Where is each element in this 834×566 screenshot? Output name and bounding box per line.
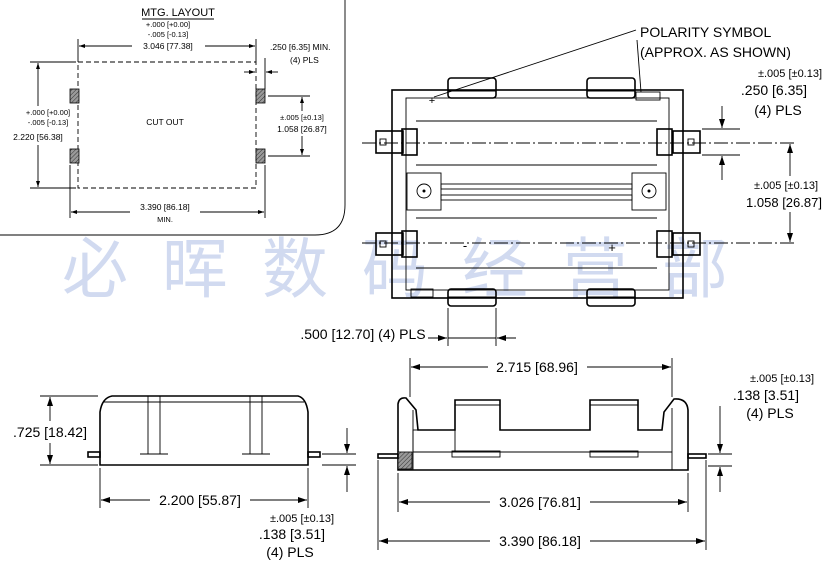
cutout-width-tol-minus: -.005 [-0.13] [148,30,188,39]
pad-pitch-tol: ±.005 [±0.13] [280,113,324,122]
clip-groove [249,395,263,455]
polarity-plus-mark: + [608,240,616,255]
tab-slot [687,240,695,248]
side-pin-height-tol: ±.005 [±0.13] [270,513,334,525]
retaining-clip [447,288,497,307]
end-body-outline [397,397,689,471]
holder-body-outline [391,89,684,299]
screw-hole [416,183,432,199]
cutout-height-tol-minus: -.005 [-0.13] [28,118,68,127]
polarity-minus-mark: - [463,238,467,253]
polarity-plus-mark: + [429,95,435,107]
pad-span-value: 3.390 [86.18] [140,202,190,212]
end-overall-length-value: 3.390 [86.18] [499,533,581,549]
solder-pin [687,453,707,459]
tab-slot [687,138,695,146]
side-height-value: .725 [18.42] [13,424,87,440]
tab-qty: (4) PLS [754,102,801,118]
side-view: .725 [18.42] 2.200 [55.87] ±.005 [±0.13]… [13,395,356,560]
mounting-layout-panel: MTG. LAYOUT CUT OUT +.000 [+0.00] -.005 … [0,0,346,236]
solder-pin [307,451,321,458]
tab-width-tol: ±.005 [±0.13] [758,68,822,80]
clip-groove [147,395,161,455]
retaining-clip [586,77,636,99]
mounting-tab [672,130,701,154]
screw-boss [406,172,442,211]
screw-hole-center [422,189,426,193]
end-pin-height-tol: ±.005 [±0.13] [750,373,814,385]
tab-pitch-tol: ±.005 [±0.13] [754,180,818,192]
cutout-outline [77,61,257,189]
end-body-length-value: 3.026 [76.81] [499,494,581,510]
base-slot [589,450,639,458]
polarity-callout-line1: POLARITY SYMBOL [640,24,771,40]
mtg-layout-title: MTG. LAYOUT [141,7,215,19]
polarity-callout-line2: (APPROX. AS SHOWN) [640,44,791,60]
end-inner-length-value: 2.715 [68.96] [496,359,578,375]
top-view: + - + POLARITY SYMBOL (APPROX. AS SHOWN)… [300,24,822,346]
mounting-pad [69,88,80,104]
tab-slot [379,240,387,248]
side-pin-height-value: .138 [3.51] [259,526,325,542]
mounting-pad [255,148,266,164]
leader-line [636,39,642,93]
battery-contact [656,230,673,258]
mounting-pad [255,88,266,104]
battery-contact [656,128,673,156]
polarity-battery-symbol [635,91,661,101]
pad-pitch-value: 1.058 [26.87] [277,124,327,134]
mounting-tab [375,130,404,154]
side-body-outline [99,395,309,466]
end-pin-height-value: .138 [3.51] [733,387,799,403]
retaining-clip [447,77,497,99]
end-pin-qty: (4) PLS [746,405,793,421]
clip-width-value: .500 [12.70] (4) PLS [300,326,425,342]
pad-size-value: .250 [6.35] MIN. [270,42,330,52]
cutout-label: CUT OUT [146,117,184,127]
screw-boss [631,172,667,211]
retaining-clip [586,288,636,307]
mounting-tab [672,232,701,256]
tab-pitch-value: 1.058 [26.87] [746,195,822,210]
pad-span-note: MIN. [157,215,173,224]
divider-rib [440,183,633,190]
hatched-section [397,451,413,470]
screw-hole [641,183,657,199]
cutout-width-value: 3.046 [77.38] [143,41,193,51]
end-view: 2.715 [68.96] ±.005 [±0.13] .138 [3.51] … [377,358,814,550]
battery-contact [401,128,418,156]
solder-pin [377,453,399,459]
side-length-value: 2.200 [55.87] [159,492,241,508]
contact-box [412,429,456,453]
cutout-height-tol-plus: +.000 [+0.00] [26,108,70,117]
cutout-height-value: 2.220 [56.38] [13,132,63,142]
tab-width-value: .250 [6.35] [741,82,807,98]
panel-border [0,0,346,236]
base-slot [451,450,501,458]
leader-line [433,29,637,98]
divider-rib [440,194,633,201]
pad-qty: (4) PLS [290,55,319,65]
holder-inner-outline [405,97,670,291]
tab-slot [379,138,387,146]
screw-hole-center [647,189,651,193]
polarity-battery-symbol [410,288,434,298]
watermark-text: 必晖数码经营部 [62,231,762,308]
battery-contact [401,230,418,258]
solder-pin [87,451,101,458]
side-pin-qty: (4) PLS [266,544,313,560]
cutout-width-tol-plus: +.000 [+0.00] [146,20,190,29]
mounting-pad [69,148,80,164]
mounting-tab [375,232,404,256]
